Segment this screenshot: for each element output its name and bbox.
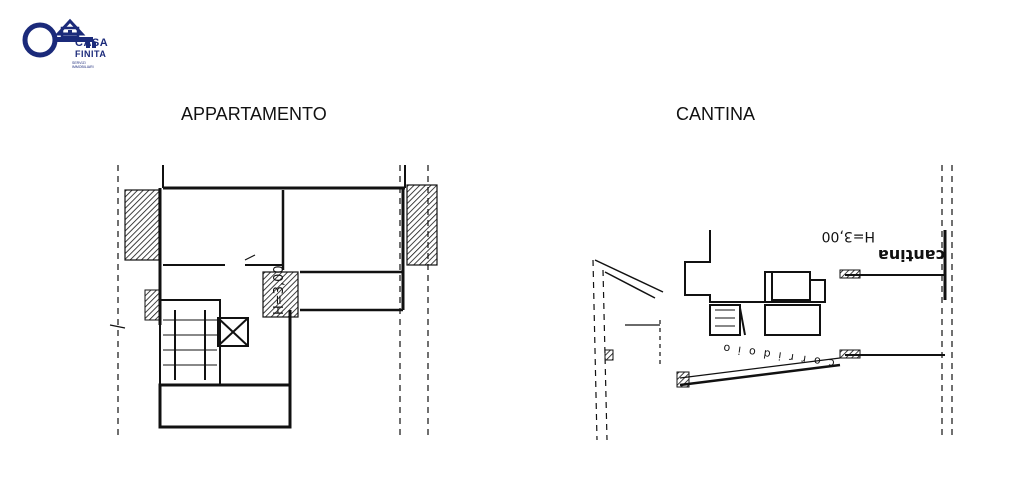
- casa-finita-logo: CASA FINITA SERVIZI IMMOBILIARI: [18, 12, 108, 72]
- cellar-corridor-label: corridoio: [715, 340, 836, 370]
- apartment-floor-plan: H=3,00: [109, 165, 438, 440]
- logo-tagline: SERVIZI IMMOBILIARI: [72, 61, 94, 69]
- cellar-height-label: H=3,00: [822, 228, 875, 244]
- logo-text-finita: FINITA: [75, 49, 107, 59]
- logo-text-casa: CASA: [75, 37, 109, 49]
- apartment-title: APPARTAMENTO: [181, 104, 327, 124]
- apartment-height-label: H=3,00: [272, 265, 287, 315]
- cellar-room-label: cantina: [878, 246, 945, 265]
- cellar-title: CANTINA: [676, 104, 756, 124]
- house-key-icon: [22, 18, 96, 58]
- cellar-floor-plan: cantina H=3,00 corridoio: [592, 165, 953, 441]
